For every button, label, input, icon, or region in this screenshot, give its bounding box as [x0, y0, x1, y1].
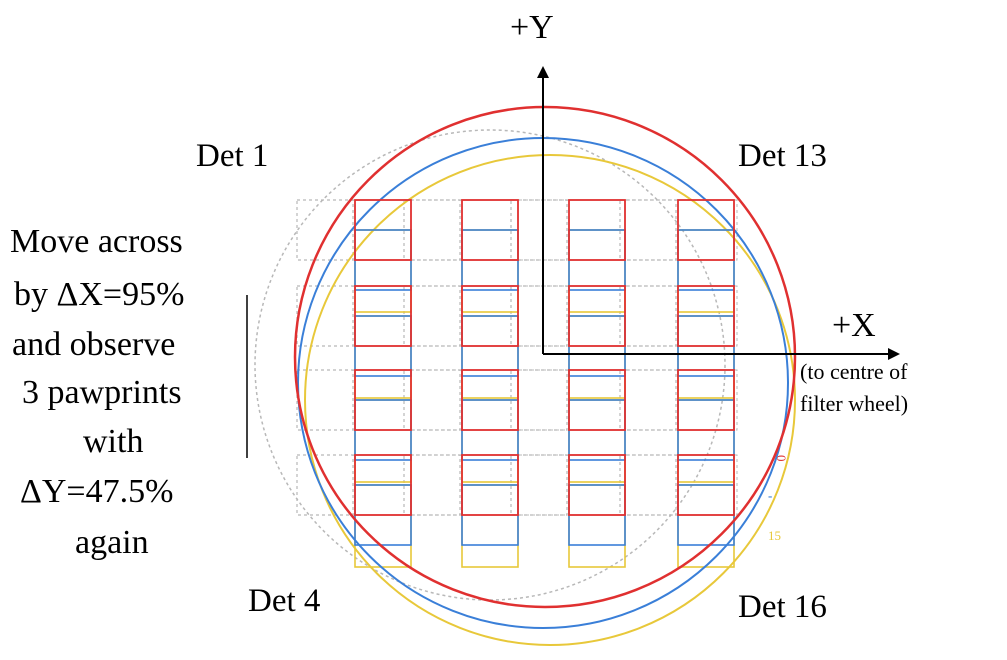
gray-detector-tile	[510, 285, 568, 347]
yellow-detector-tile	[461, 315, 519, 399]
yellow-detector-tile	[568, 484, 626, 568]
red-field-circle	[293, 105, 797, 609]
instruction-text: Move across by ΔX=95% and observe 3 pawp…	[10, 223, 184, 561]
red-detector-tile	[677, 199, 735, 261]
red-detector-tile	[568, 285, 626, 347]
gray-detector-tile	[510, 199, 568, 261]
instruction-line-4: 3 pawprints	[22, 374, 182, 411]
yellow-field-circle	[304, 154, 796, 646]
gray-detector-tile	[403, 199, 461, 261]
yellow-detector-tile	[568, 315, 626, 399]
instruction-line-2: by ΔX=95%	[14, 276, 184, 313]
red-detector-tile	[568, 199, 626, 261]
gray-detector-tile	[510, 454, 568, 516]
red-detector-tile	[677, 454, 735, 516]
detector-label-bottom-right: Det 16	[738, 589, 827, 625]
gray-detector-tile	[403, 369, 461, 431]
gray-detector-tile	[619, 285, 677, 347]
yellow-detector-tile	[568, 399, 626, 483]
detector-label-top-left: Det 1	[196, 138, 268, 174]
x-axis-note-line-1: (to centre of	[800, 359, 908, 384]
side-mark-red: 0	[774, 455, 789, 462]
instruction-line-7: again	[75, 524, 149, 561]
yellow-detector-tile	[568, 229, 626, 313]
yellow-detector-tile	[354, 484, 412, 568]
red-detector-tile	[354, 199, 412, 261]
red-detector-tile	[461, 285, 519, 347]
red-detector-tile	[677, 285, 735, 347]
instruction-line-3: and observe	[12, 326, 175, 363]
red-detector-tile	[461, 454, 519, 516]
red-detector-tile	[568, 369, 626, 431]
yellow-detector-tile	[677, 399, 735, 483]
side-mark-yellow: 15	[768, 528, 781, 543]
red-detector-tile	[461, 199, 519, 261]
instruction-line-1: Move across	[10, 223, 183, 260]
yellow-detector-tile	[677, 229, 735, 313]
red-detector-tile	[461, 369, 519, 431]
yellow-detector-tile	[461, 484, 519, 568]
gray-detector-tile	[619, 199, 677, 261]
gray-detector-tile	[296, 285, 354, 347]
side-mark-blue: -	[768, 488, 772, 503]
gray-detector-tile	[510, 369, 568, 431]
gray-detector-tile	[403, 454, 461, 516]
red-detector-tile	[354, 285, 412, 347]
y-axis-label: +Y	[510, 9, 554, 46]
yellow-detector-tile	[677, 315, 735, 399]
instruction-line-5: with	[83, 423, 143, 460]
gray-detector-tile	[403, 285, 461, 347]
gray-detector-tile	[619, 454, 677, 516]
gray-detector-tile	[619, 369, 677, 431]
red-detector-tile	[568, 454, 626, 516]
yellow-detector-tile	[461, 229, 519, 313]
red-pawprint	[293, 105, 797, 609]
red-detector-tile	[354, 454, 412, 516]
yellow-detector-tile	[461, 399, 519, 483]
detector-label-bottom-left: Det 4	[248, 583, 320, 619]
x-axis-note-line-2: filter wheel)	[800, 391, 908, 416]
detector-label-top-right: Det 13	[738, 138, 827, 174]
yellow-detector-tile	[677, 484, 735, 568]
instruction-line-6: ΔY=47.5%	[20, 473, 173, 510]
yellow-detector-tile	[354, 399, 412, 483]
yellow-detector-tile	[354, 315, 412, 399]
red-detector-tile	[354, 369, 412, 431]
red-detector-tile	[677, 369, 735, 431]
x-axis-label: +X	[832, 307, 876, 344]
